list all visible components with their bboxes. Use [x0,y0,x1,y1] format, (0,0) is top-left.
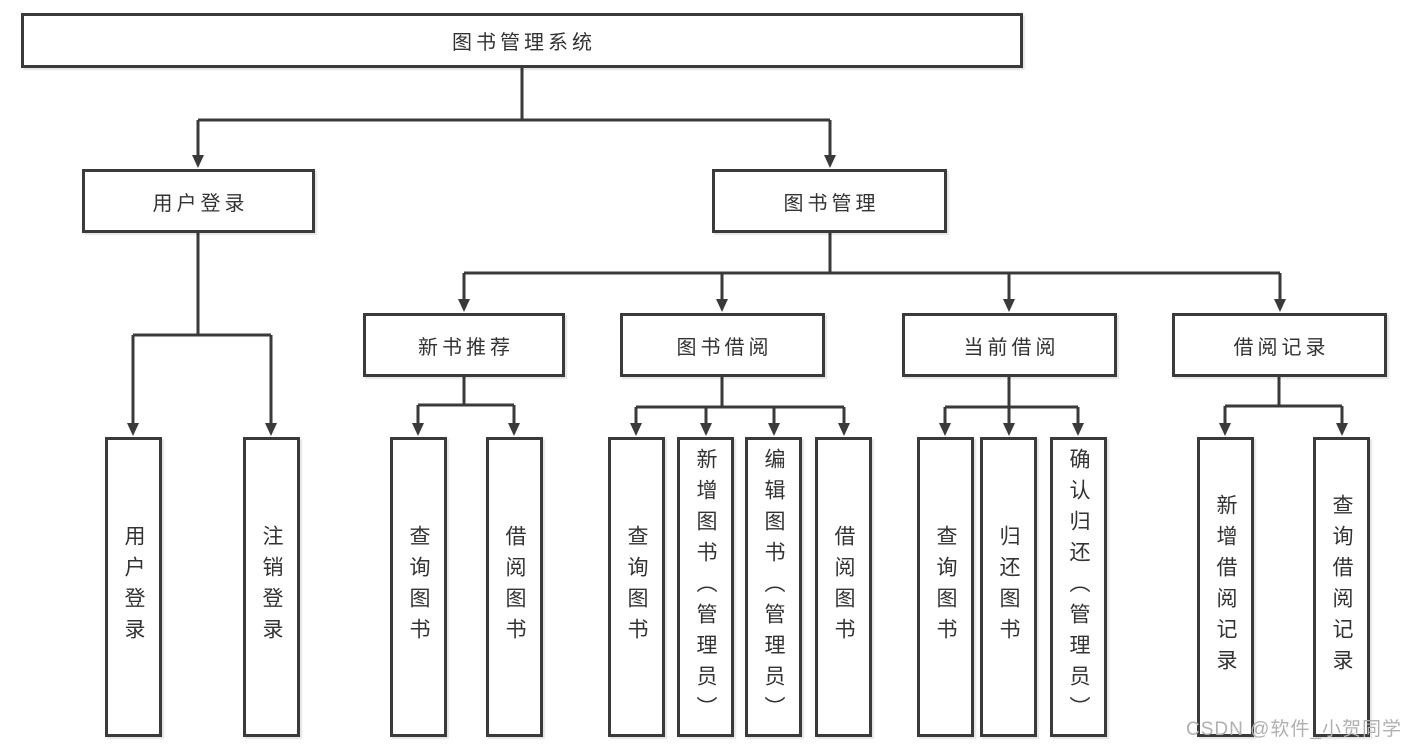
arrowheads [127,155,1348,436]
node-label: 查询借阅记录 [1330,494,1353,680]
node-label: 图书管理 [783,192,880,215]
node-label: 图书管理系统 [452,32,596,54]
leaf-add-book-admin: 新增图书（管理员） [677,437,734,737]
node-label: 查询图书 [625,525,648,649]
node-current-borrowing: 当前借阅 [902,313,1117,377]
node-new-book-recommend: 新书推荐 [363,313,565,377]
leaf-borrow-books-recommend: 借阅图书 [486,437,543,737]
node-label: 用户登录 [152,192,249,215]
leaf-confirm-return-admin: 确认归还（管理员） [1050,437,1107,737]
leaf-query-books-current: 查询图书 [917,437,974,737]
node-book-borrowing: 图书借阅 [620,313,825,377]
node-label: 借阅记录 [1233,336,1330,359]
node-borrowing-records: 借阅记录 [1172,313,1387,377]
leaf-logout: 注销登录 [243,437,300,737]
node-label: 注销登录 [260,525,283,649]
node-label: 确认归还（管理员） [1067,447,1090,727]
leaf-query-borrow-record: 查询借阅记录 [1313,437,1370,737]
node-label: 查询图书 [934,525,957,649]
node-label: 当前借阅 [963,336,1060,359]
node-root-system: 图书管理系统 [21,13,1023,68]
node-label: 新增借阅记录 [1214,494,1237,680]
node-label: 编辑图书（管理员） [762,447,785,727]
node-user-login: 用户登录 [82,169,315,233]
csdn-watermark: CSDN @软件_小贺同学 [1186,719,1402,740]
node-label: 借阅图书 [832,525,855,649]
node-label: 新增图书（管理员） [694,447,717,727]
node-book-management: 图书管理 [712,169,947,233]
node-label: 借阅图书 [503,525,526,649]
node-label: 归还图书 [997,525,1020,649]
leaf-edit-book-admin: 编辑图书（管理员） [745,437,802,737]
leaf-user-login: 用户登录 [105,437,162,737]
leaf-borrow-books-borrowing: 借阅图书 [815,437,872,737]
node-label: 图书借阅 [676,336,773,359]
leaf-add-borrow-record: 新增借阅记录 [1197,437,1254,737]
leaf-return-book: 归还图书 [980,437,1037,737]
leaf-query-books-borrowing: 查询图书 [608,437,665,737]
node-label: 查询图书 [407,525,430,649]
leaf-query-books-recommend: 查询图书 [390,437,447,737]
node-label: 新书推荐 [418,336,514,359]
node-label: 用户登录 [122,525,145,649]
